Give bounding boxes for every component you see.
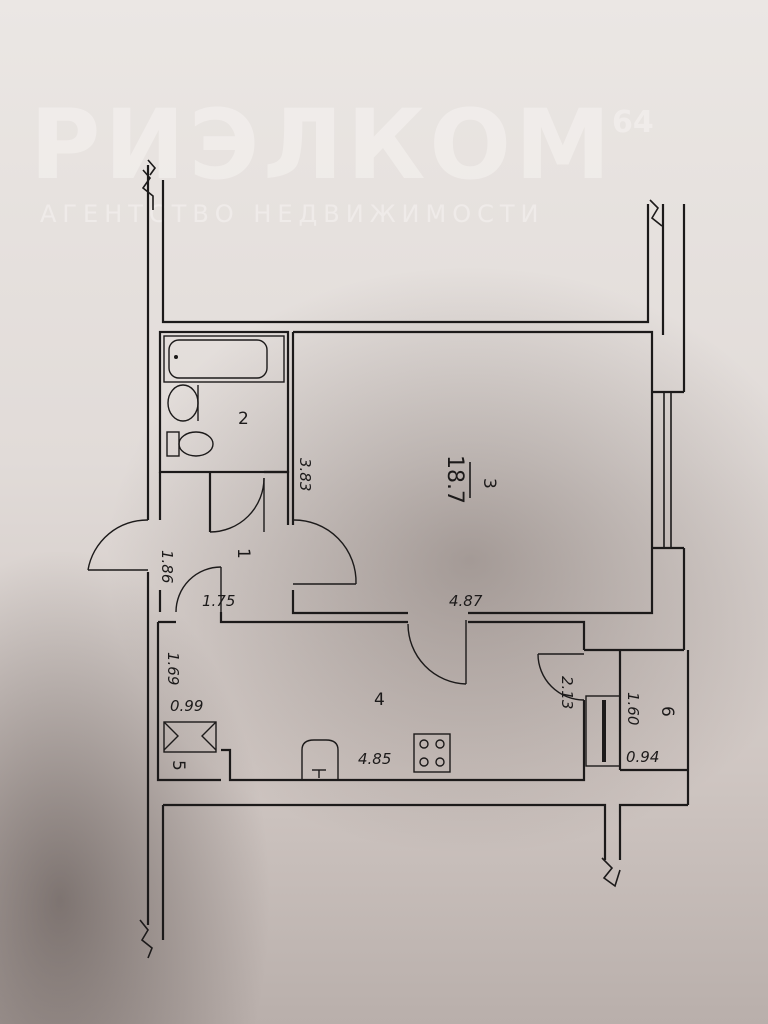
room-1-length: 1.86 xyxy=(158,550,176,583)
room3-door xyxy=(292,519,357,585)
bathtub-icon xyxy=(163,335,285,383)
shelf-icon xyxy=(585,695,621,767)
kitchen-door-small xyxy=(175,566,222,613)
room-4-width: 4.85 xyxy=(358,750,391,768)
fridge-icon xyxy=(301,739,339,780)
bathroom-door xyxy=(209,477,265,533)
toilet-icon xyxy=(166,431,214,457)
room-1-width: 1.75 xyxy=(202,592,235,610)
room-1-number: 1 xyxy=(233,548,253,559)
room-3-area: 18.7 xyxy=(442,455,467,504)
room-5-number: 5 xyxy=(168,760,188,771)
bathroom-walls xyxy=(158,330,290,532)
room-6-number: 6 xyxy=(657,706,677,717)
room-5-width: 0.99 xyxy=(170,697,203,715)
watermark-brand-number: 64 xyxy=(612,105,654,140)
storage-door xyxy=(537,653,585,701)
window xyxy=(652,390,690,770)
room-3-width: 4.87 xyxy=(449,592,483,610)
room-3-number: 3 xyxy=(479,478,499,489)
room-4-number: 4 xyxy=(374,690,385,710)
room-2-number: 2 xyxy=(238,409,249,429)
living-room-door xyxy=(407,620,467,685)
room-6-length: 1.60 xyxy=(624,692,642,725)
kitchen-walls xyxy=(156,612,688,782)
room-3-length: 3.83 xyxy=(296,458,314,491)
exterior-walls xyxy=(139,159,690,959)
room-4-length: 1.69 xyxy=(164,652,182,685)
watermark-tagline: АГЕНТСТВО НЕДВИЖИМОСТИ xyxy=(40,200,544,228)
entrance-door xyxy=(87,519,149,571)
sink-icon xyxy=(167,384,199,422)
stove-icon xyxy=(413,733,451,773)
closet-icon xyxy=(163,721,217,753)
corridor-length: 2.13 xyxy=(558,676,576,709)
room-6-width: 0.94 xyxy=(626,748,659,766)
living-room-walls xyxy=(158,330,654,615)
watermark-brand: РИЭЛКОМ xyxy=(30,89,615,201)
